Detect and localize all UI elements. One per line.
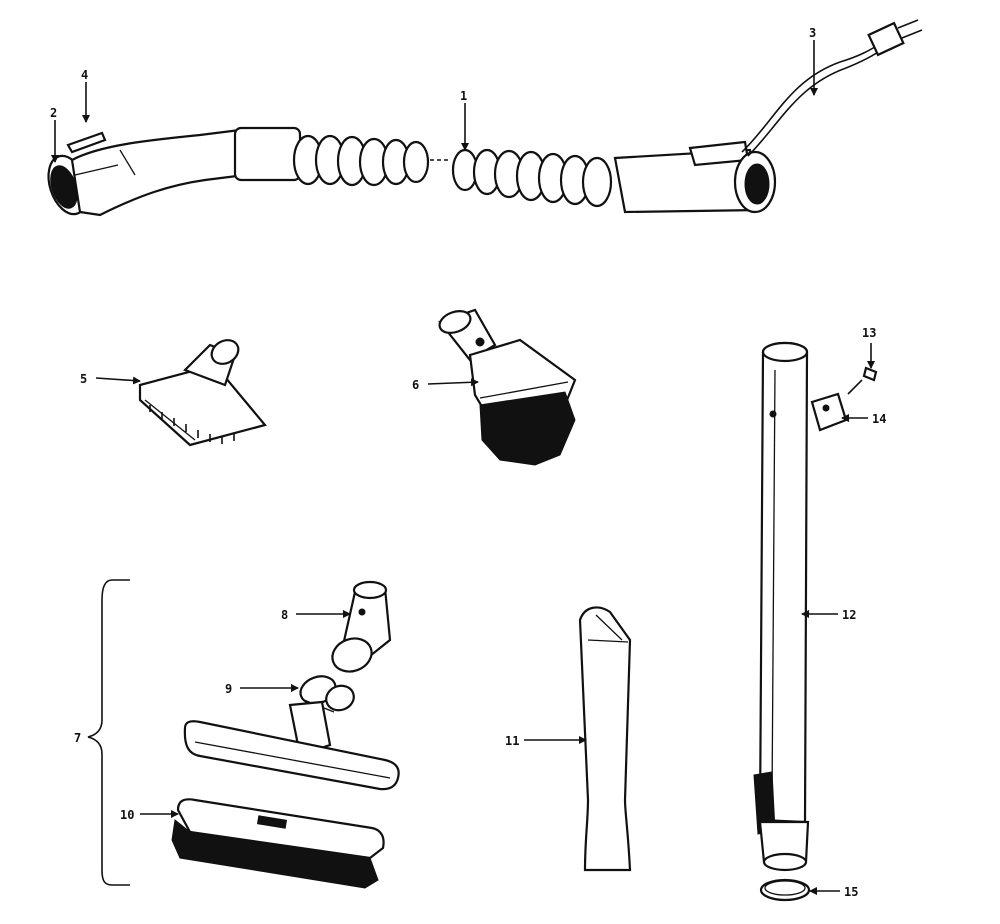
wand-tube <box>753 341 810 872</box>
hose-corrugated-left <box>292 134 430 187</box>
floor-tool <box>183 700 400 791</box>
upholstery-nozzle <box>138 339 267 447</box>
callout-3: 3 <box>809 26 816 40</box>
callout-labels: 1 2 3 4 5 6 7 8 9 10 11 12 13 14 15 <box>50 26 886 899</box>
wand-bracket <box>810 392 848 432</box>
dusting-brush <box>438 308 577 466</box>
hose-assembly <box>47 126 777 217</box>
callout-13: 13 <box>862 326 876 340</box>
callout-4: 4 <box>81 68 88 82</box>
wand-ring <box>759 878 811 902</box>
hose-handle <box>47 128 247 217</box>
callout-14: 14 <box>872 412 886 426</box>
hose-corrugated-right <box>451 148 613 208</box>
callout-9: 9 <box>225 682 232 696</box>
hose-connector-end <box>613 140 777 214</box>
leader-5 <box>95 376 141 385</box>
callout-11: 11 <box>505 734 519 748</box>
swivel-coupling <box>299 675 355 713</box>
callout-6: 6 <box>412 378 419 392</box>
callout-8: 8 <box>281 608 288 622</box>
crevice-tool <box>578 606 632 872</box>
floor-tool-group-bracket <box>87 579 130 886</box>
elbow-connector <box>331 580 392 673</box>
electrical-cord <box>741 19 923 157</box>
plug <box>867 19 923 57</box>
callout-5: 5 <box>80 372 87 386</box>
dusting-brush-bristles <box>479 391 576 466</box>
floor-brush-strip <box>171 798 385 889</box>
hose-clip <box>66 131 107 154</box>
screw <box>847 366 878 395</box>
callout-15: 15 <box>844 885 858 899</box>
handle-grip-cylinder <box>233 126 302 182</box>
leader-6 <box>427 378 479 387</box>
leader-lines <box>51 40 875 895</box>
callout-10: 10 <box>120 808 134 822</box>
callout-2: 2 <box>50 106 57 120</box>
callout-12: 12 <box>842 608 856 622</box>
callout-1: 1 <box>460 89 467 103</box>
wand-latch <box>753 771 810 872</box>
callout-7: 7 <box>74 731 81 745</box>
